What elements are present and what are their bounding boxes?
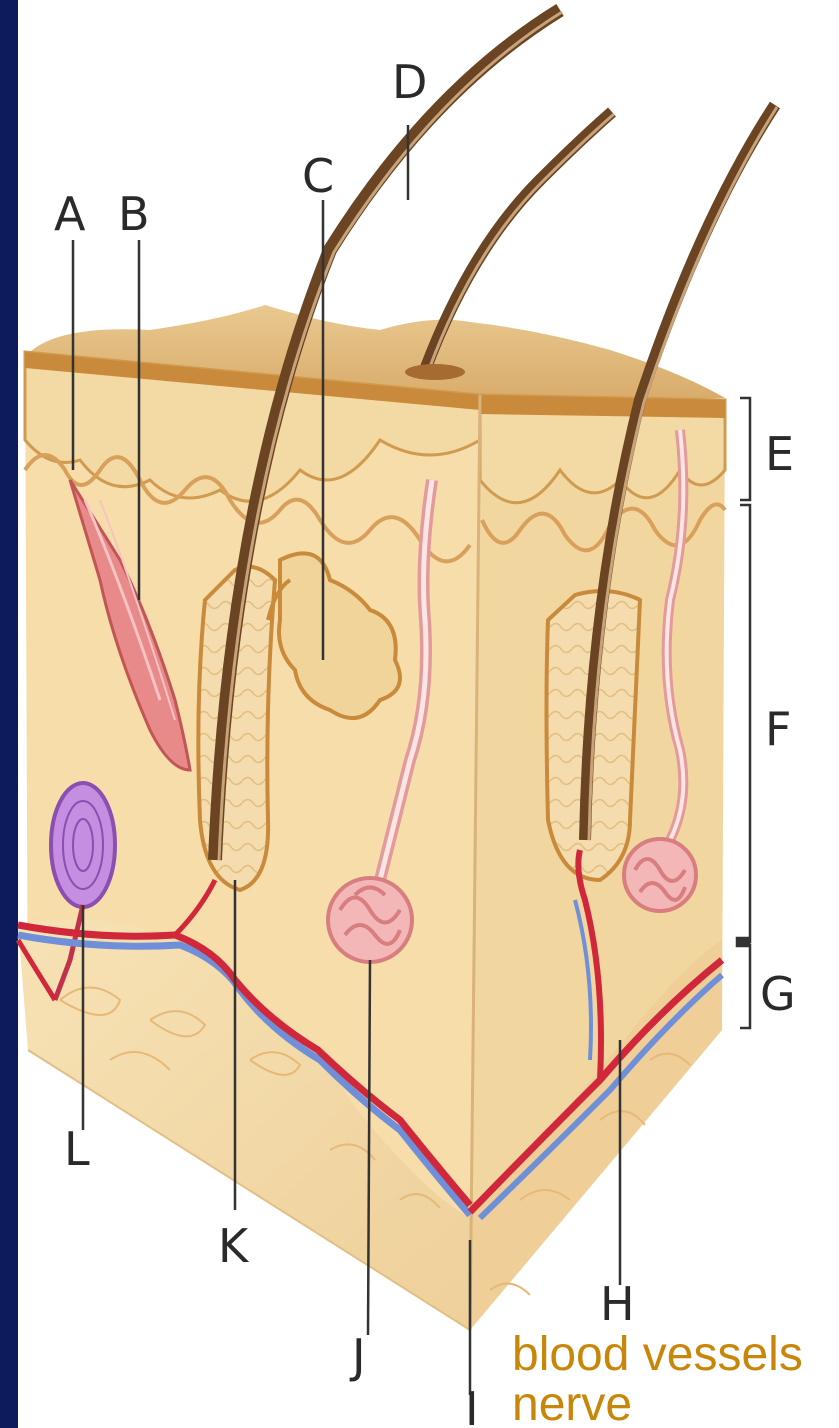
nerve-annotation: nerve	[512, 1378, 632, 1428]
label-a: A	[54, 187, 86, 241]
label-g: G	[760, 967, 796, 1021]
label-l: L	[64, 1122, 90, 1176]
label-c: C	[302, 149, 334, 203]
label-j: J	[349, 1329, 366, 1383]
label-k: K	[218, 1219, 250, 1273]
label-h: H	[600, 1277, 635, 1331]
sweat-gland-coil-left	[328, 878, 412, 962]
label-b: B	[118, 187, 150, 241]
label-i: I	[465, 1382, 479, 1428]
sweat-gland-coil-right	[624, 839, 696, 911]
left-frame-bar	[0, 0, 18, 1428]
label-f: F	[765, 702, 791, 756]
label-d: D	[392, 55, 427, 109]
hair-pore	[405, 364, 465, 380]
blood-vessels-annotation: blood vessels	[512, 1328, 803, 1381]
label-e: E	[765, 427, 794, 481]
